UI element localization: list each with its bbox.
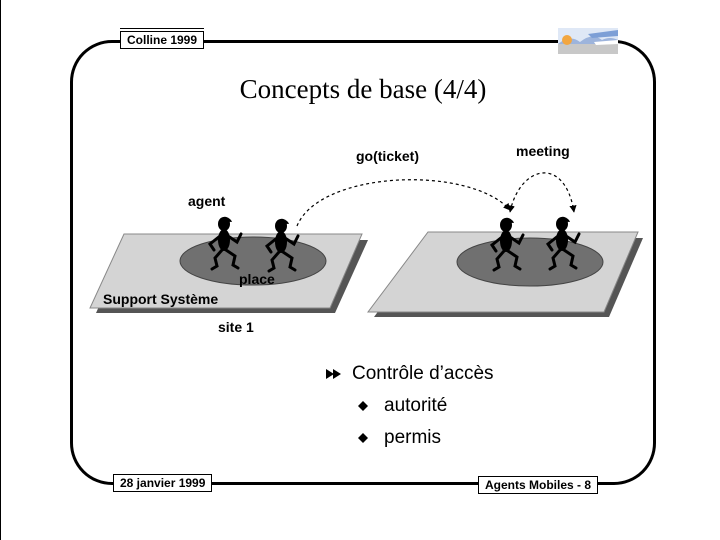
footer-page: Agents Mobiles - 8 [478,476,599,494]
place-ellipse-site2 [456,237,604,287]
slide-title: Concepts de base (4/4) [239,74,487,104]
left-edge-rule [0,0,1,540]
meeting-label: meeting [516,143,570,159]
place-label: place [239,271,275,287]
footer-date: 28 janvier 1999 [113,474,213,492]
agent-label: agent [188,193,226,209]
site-label: site 1 [218,319,254,335]
arrow-bullet-icon [326,368,346,380]
bullet-main: Contrôle d’accès [326,358,494,390]
bullet-main-text: Contrôle d’accès [352,363,494,384]
conference-logo [558,28,618,54]
diamond-bullet-icon [358,401,378,411]
bullet-sub: autorité [358,390,494,422]
bullet-sub: permis [358,422,494,454]
go-ticket-label: go(ticket) [356,148,419,164]
bullet-list: Contrôle d’accès autorité permis [326,358,494,454]
diamond-bullet-icon [358,433,378,443]
go-ticket-arrow [296,179,511,227]
slide-frame [70,40,656,485]
place-ellipse-site1 [179,236,327,286]
bullet-sub-text: autorité [384,395,448,416]
bullet-sub-text: permis [384,427,442,448]
meeting-arrow [507,172,577,213]
conference-tag: Colline 1999 [120,28,205,49]
support-systeme-label: Support Système [103,291,219,307]
